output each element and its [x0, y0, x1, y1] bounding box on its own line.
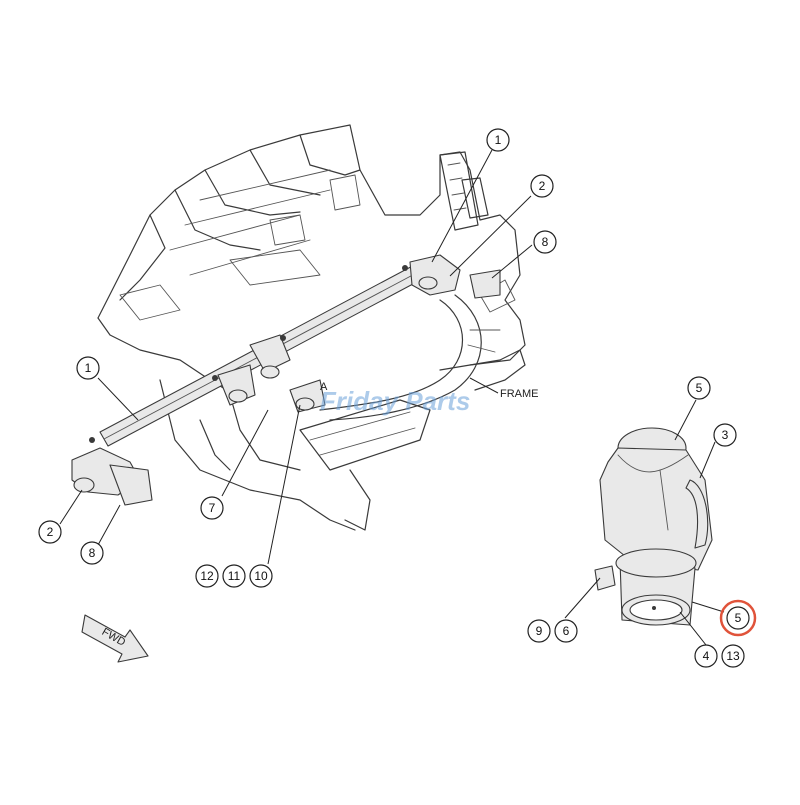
callout-2-top: 2: [530, 174, 554, 198]
svg-text:7: 7: [209, 501, 216, 515]
callout-2-left: 2: [38, 520, 62, 544]
section-label: A: [320, 381, 328, 393]
link-bar-assembly: [71, 254, 501, 506]
callout-10: 10: [249, 564, 273, 588]
highlight-ring: [719, 599, 757, 637]
callout-7: 7: [200, 496, 224, 520]
callout-3: 3: [713, 423, 737, 447]
callout-6: 6: [554, 619, 578, 643]
callout-12: 12: [195, 564, 219, 588]
callout-5-highlight: 5: [719, 599, 757, 637]
callout-8-top: 8: [533, 230, 557, 254]
svg-text:5: 5: [735, 611, 742, 625]
frame-leader-line: [469, 377, 499, 394]
machine-frame-drawing: [97, 124, 526, 531]
callout-1-left: 1: [76, 356, 100, 380]
svg-text:1: 1: [495, 133, 502, 147]
svg-text:10: 10: [254, 569, 268, 583]
forward-direction-arrow: FWD: [81, 614, 149, 663]
svg-text:11: 11: [228, 569, 241, 583]
callout-11: 11: [222, 564, 246, 588]
svg-text:13: 13: [726, 649, 740, 663]
svg-text:6: 6: [563, 624, 570, 638]
svg-text:5: 5: [696, 381, 703, 395]
callout-9: 9: [527, 619, 551, 643]
svg-text:2: 2: [539, 179, 546, 193]
svg-text:12: 12: [200, 569, 214, 583]
svg-text:1: 1: [85, 361, 92, 375]
callout-1-top: 1: [486, 128, 510, 152]
callout-4: 4: [694, 644, 718, 668]
svg-text:3: 3: [722, 428, 729, 442]
bushing-detail-drawing: [594, 427, 713, 626]
callout-8-left: 8: [80, 541, 104, 565]
svg-text:8: 8: [89, 546, 96, 560]
callout-13: 13: [721, 644, 745, 668]
watermark-logo: Friday Parts: [320, 386, 470, 416]
callout-leader-lines: [59, 149, 725, 646]
svg-text:8: 8: [542, 235, 549, 249]
svg-text:4: 4: [703, 649, 710, 663]
svg-text:2: 2: [47, 525, 54, 539]
svg-text:9: 9: [536, 624, 543, 638]
callout-5-top: 5: [687, 376, 711, 400]
frame-label: FRAME: [500, 388, 539, 400]
